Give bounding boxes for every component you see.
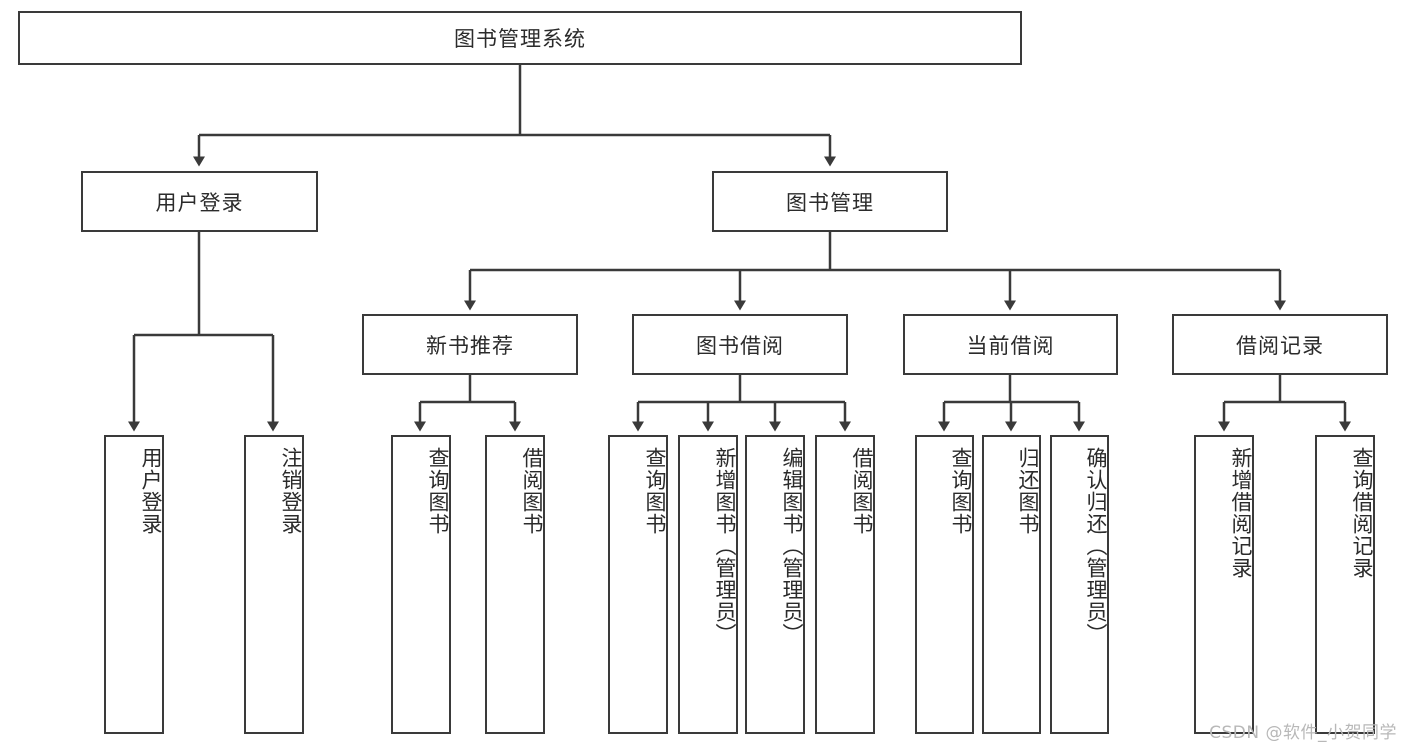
leaf-add-record-label: 新增借阅记录 [1229,447,1253,579]
node-current-borrow[interactable]: 当前借阅 [903,314,1118,375]
node-user-login-label: 用户登录 [155,190,244,215]
leaf-borrow-book-2[interactable]: 借阅图书 [815,435,875,734]
node-new-book-rec[interactable]: 新书推荐 [362,314,578,375]
leaf-confirm-return[interactable]: 确认归还（管理员） [1050,435,1109,734]
node-user-login[interactable]: 用户登录 [81,171,318,232]
leaf-confirm-return-label: 确认归还（管理员） [1084,447,1108,645]
node-borrow-record[interactable]: 借阅记录 [1172,314,1388,375]
leaf-query-book-2-label: 查询图书 [643,447,667,535]
leaf-borrow-book-1[interactable]: 借阅图书 [485,435,545,734]
leaf-borrow-book-1-label: 借阅图书 [520,447,544,535]
leaf-borrow-book-2-label: 借阅图书 [850,447,874,535]
node-current-borrow-label: 当前借阅 [966,333,1055,358]
leaf-query-book-3[interactable]: 查询图书 [915,435,974,734]
node-book-borrow[interactable]: 图书借阅 [632,314,848,375]
leaf-add-book-label: 新增图书（管理员） [713,447,737,645]
node-book-manage[interactable]: 图书管理 [712,171,948,232]
watermark: CSDN @软件_小贺同学 [1209,723,1397,743]
node-root-label: 图书管理系统 [454,27,586,51]
leaf-query-book-1-label: 查询图书 [426,447,450,535]
leaf-edit-book-label: 编辑图书（管理员） [780,447,804,645]
node-new-book-rec-label: 新书推荐 [426,333,514,358]
leaf-query-book-1[interactable]: 查询图书 [391,435,451,734]
node-book-manage-label: 图书管理 [786,190,874,215]
leaf-query-record[interactable]: 查询借阅记录 [1315,435,1375,734]
node-root[interactable]: 图书管理系统 [18,11,1022,65]
leaf-query-book-2[interactable]: 查询图书 [608,435,668,734]
leaf-add-book[interactable]: 新增图书（管理员） [678,435,738,734]
node-book-borrow-label: 图书借阅 [696,333,784,358]
leaf-query-record-label: 查询借阅记录 [1350,447,1374,579]
leaf-user-logout[interactable]: 注销登录 [244,435,304,734]
leaf-query-book-3-label: 查询图书 [949,447,973,535]
node-borrow-record-label: 借阅记录 [1236,333,1324,358]
leaf-user-login[interactable]: 用户登录 [104,435,164,734]
leaf-user-login-label: 用户登录 [139,447,163,535]
leaf-edit-book[interactable]: 编辑图书（管理员） [745,435,805,734]
leaf-add-record[interactable]: 新增借阅记录 [1194,435,1254,734]
leaf-return-book[interactable]: 归还图书 [982,435,1041,734]
leaf-user-logout-label: 注销登录 [279,447,303,535]
leaf-return-book-label: 归还图书 [1016,447,1040,535]
